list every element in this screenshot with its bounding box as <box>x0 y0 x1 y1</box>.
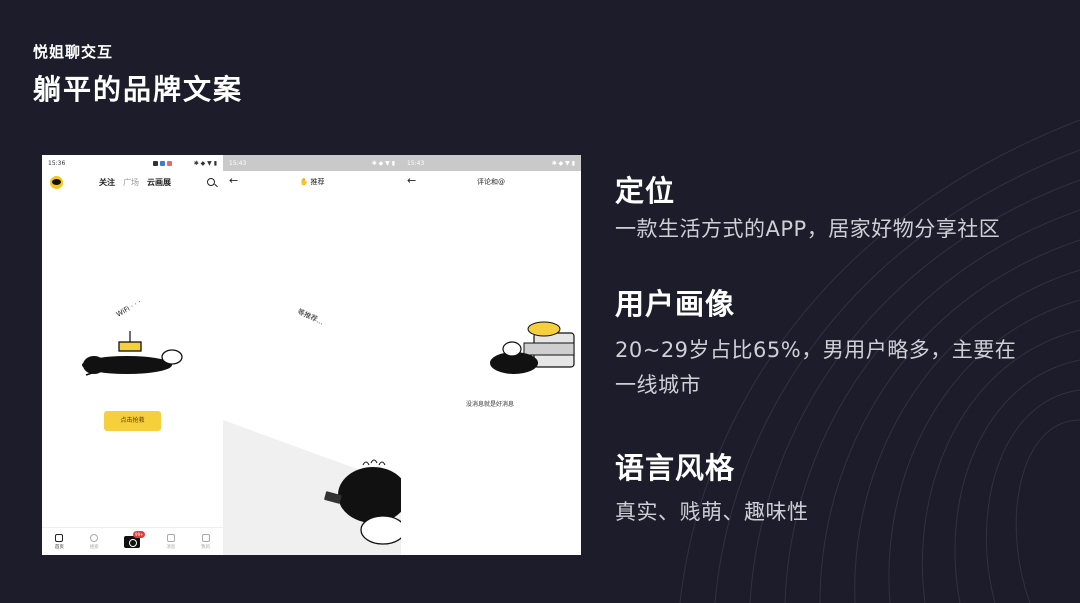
nav-title: 推荐 <box>310 178 325 186</box>
status-time: 15:43 <box>407 159 425 167</box>
home-icon <box>55 533 64 542</box>
heading-positioning: 定位 <box>615 174 676 208</box>
tab-search[interactable]: 搜索 <box>90 533 99 550</box>
heading-language-style: 语言风格 <box>615 451 736 485</box>
tab-exhibition[interactable]: 云画展 <box>147 177 171 187</box>
sofa-character-illustration <box>490 321 575 374</box>
empty-message-caption: 没消息就是好消息 <box>466 401 515 408</box>
hand-icon: ✋ <box>299 178 309 186</box>
camera-icon: 99+ <box>124 530 146 548</box>
brand-label: 悦姐聊交互 <box>33 43 114 61</box>
top-nav: ← ✋ 推荐 <box>223 171 401 193</box>
top-nav: 关注 广场 云画展 <box>42 171 223 193</box>
search-icon[interactable] <box>207 178 215 186</box>
rescue-button[interactable]: 点击抢救 <box>104 411 161 431</box>
status-icons: ✱ ◆ ▼ ▮ <box>152 160 217 167</box>
status-bar: 15:43 ✱ ◆ ▼ ▮ <box>223 155 401 171</box>
status-bar: 15:36 ✱ ◆ ▼ ▮ <box>42 155 223 171</box>
tab-home[interactable]: 首页 <box>55 533 64 550</box>
search-tab-icon <box>90 533 99 542</box>
tab-profile[interactable]: 我的 <box>201 533 210 550</box>
bottom-tabbar: 首页 搜索 99+ 消息 我的 <box>42 527 223 555</box>
top-nav: ← 评论和@ <box>401 171 581 193</box>
profile-icon <box>201 533 210 542</box>
phone-screenshots: 15:36 ✱ ◆ ▼ ▮ 关注 广场 云画展 WiFi · · · 点击抢 <box>42 155 581 555</box>
phone-screen-home: 15:36 ✱ ◆ ▼ ▮ 关注 广场 云画展 WiFi · · · 点击抢 <box>42 155 223 555</box>
text-user-profile-line2: 一线城市 <box>615 373 701 397</box>
notification-badge: 99+ <box>133 530 146 538</box>
lying-character-illustration: WiFi · · · <box>82 298 183 376</box>
tab-square[interactable]: 广场 <box>123 177 139 187</box>
tab-camera[interactable]: 99+ <box>124 530 146 548</box>
waiting-doodle-text: 等推荐... <box>296 307 325 327</box>
heading-user-profile: 用户画像 <box>615 287 736 321</box>
text-user-profile-line1: 20~29岁占比65%，男用户略多，主要在 <box>615 338 1017 362</box>
status-time: 15:36 <box>48 159 66 167</box>
page-title: 躺平的品牌文案 <box>33 73 244 106</box>
back-arrow-icon[interactable]: ← <box>229 174 239 187</box>
text-positioning: 一款生活方式的APP，居家好物分享社区 <box>615 217 1001 241</box>
phone-screen-comments: 15:43 ✱ ◆ ▼ ▮ ← 评论和@ 没消息就是好消息 <box>401 155 581 555</box>
phone-screen-recommend: 15:43 ✱ ◆ ▼ ▮ ← ✋ 推荐 等推荐... <box>223 155 401 555</box>
back-arrow-icon[interactable]: ← <box>407 174 417 187</box>
wifi-doodle-text: WiFi · · · <box>115 298 143 319</box>
app-logo-icon[interactable] <box>50 175 63 189</box>
status-bar: 15:43 ✱ ◆ ▼ ▮ <box>401 155 581 171</box>
nav-title: 评论和@ <box>477 178 505 186</box>
tab-messages[interactable]: 消息 <box>166 533 175 550</box>
tab-following[interactable]: 关注 <box>99 177 115 187</box>
waiting-character-illustration: 等推荐... <box>223 307 401 555</box>
message-icon <box>166 533 175 542</box>
text-language-style: 真实、贱萌、趣味性 <box>615 500 809 524</box>
status-time: 15:43 <box>229 159 247 167</box>
